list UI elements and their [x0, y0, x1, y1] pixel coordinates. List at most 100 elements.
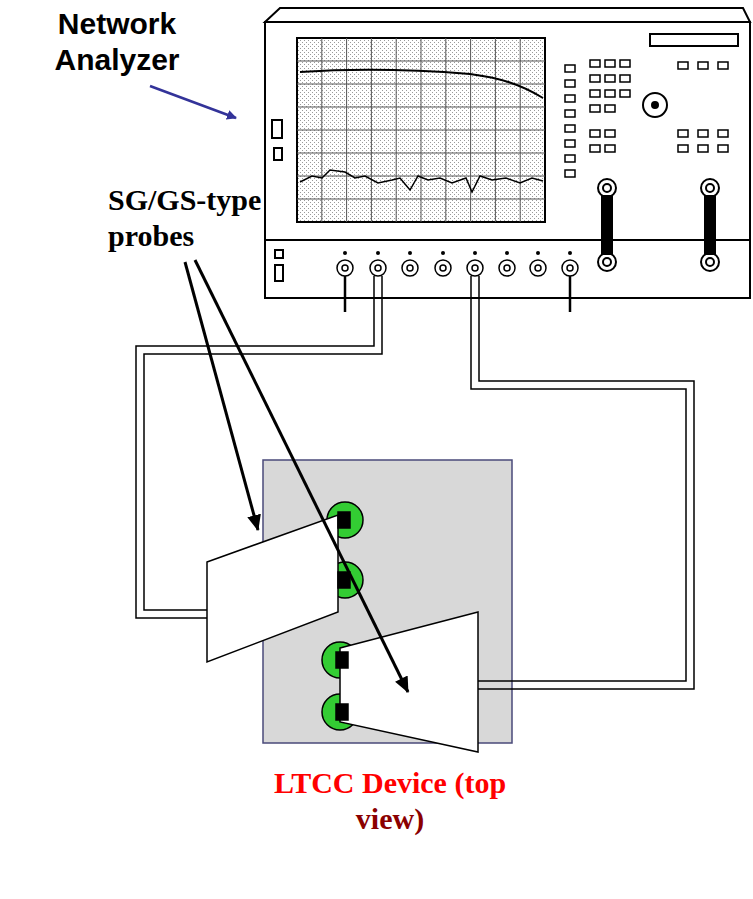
network-analyzer — [698, 130, 708, 137]
network-analyzer — [505, 251, 509, 255]
sg-probe — [207, 515, 338, 662]
coax-cable — [478, 276, 694, 689]
network-analyzer — [342, 265, 348, 271]
network-analyzer — [297, 153, 545, 154]
network-analyzer — [620, 75, 630, 82]
network-analyzer — [300, 170, 543, 192]
network-analyzer — [590, 90, 600, 97]
network-analyzer — [678, 130, 688, 137]
gs-probe — [340, 612, 478, 752]
network-analyzer — [605, 130, 615, 137]
network-analyzer — [718, 62, 728, 69]
network-analyzer — [337, 260, 578, 276]
network-analyzer — [643, 93, 667, 117]
network-analyzer — [565, 140, 575, 147]
network-analyzer — [297, 84, 545, 85]
network-analyzer — [297, 199, 545, 200]
network-analyzer — [300, 70, 543, 98]
gs-probe — [322, 612, 478, 752]
network-analyzer — [603, 184, 611, 192]
network-analyzer — [605, 75, 615, 82]
sg-probe — [338, 572, 350, 588]
network-analyzer — [265, 240, 750, 298]
network-analyzer — [565, 80, 575, 87]
network-analyzer — [297, 38, 545, 222]
network-analyzer — [565, 125, 575, 132]
network-analyzer — [343, 251, 572, 255]
sg-probe — [338, 512, 350, 528]
probe-label: SG/GS-type probes — [108, 182, 278, 254]
leader-arrow — [150, 86, 408, 692]
network-analyzer — [265, 8, 750, 312]
network-analyzer — [275, 265, 283, 281]
network-analyzer — [620, 90, 630, 97]
network-analyzer — [650, 34, 738, 46]
instrument-label: Network Analyzer — [22, 6, 212, 78]
network-analyzer — [652, 102, 658, 108]
network-analyzer — [598, 253, 616, 271]
leader-arrow — [195, 260, 408, 692]
network-analyzer — [435, 260, 451, 276]
network-analyzer — [590, 105, 600, 112]
network-analyzer — [530, 260, 546, 276]
network-analyzer — [472, 265, 478, 271]
network-analyzer — [467, 260, 483, 276]
network-analyzer — [402, 260, 418, 276]
network-analyzer — [265, 22, 750, 240]
network-analyzer — [718, 130, 728, 137]
network-analyzer — [297, 107, 545, 108]
network-analyzer — [698, 62, 708, 69]
network-analyzer — [265, 8, 750, 22]
sg-probe — [207, 502, 363, 662]
network-analyzer — [297, 130, 545, 131]
network-analyzer — [602, 196, 612, 254]
network-analyzer — [275, 250, 283, 258]
network-analyzer — [620, 60, 630, 67]
network-analyzer — [678, 145, 688, 152]
network-analyzer — [504, 265, 510, 271]
network-analyzer — [590, 130, 600, 137]
network-analyzer — [605, 60, 615, 67]
network-analyzer — [706, 184, 714, 192]
network-analyzer — [701, 253, 719, 271]
network-analyzer — [590, 60, 600, 67]
network-analyzer — [343, 251, 347, 255]
network-analyzer — [590, 75, 600, 82]
network-analyzer — [565, 155, 575, 162]
network-analyzer — [569, 276, 572, 312]
network-analyzer — [568, 251, 572, 255]
network-analyzer — [705, 196, 715, 254]
network-analyzer — [274, 148, 282, 160]
network-analyzer — [565, 65, 575, 72]
network-analyzer — [536, 251, 540, 255]
device-caption: LTCC Device (top view) — [250, 765, 530, 837]
network-analyzer — [370, 260, 386, 276]
gs-probe — [336, 704, 348, 720]
network-analyzer — [698, 145, 708, 152]
network-analyzer — [605, 90, 615, 97]
network-analyzer — [565, 60, 728, 177]
network-analyzer — [297, 38, 545, 222]
network-analyzer — [718, 145, 728, 152]
leader-arrow — [185, 262, 258, 530]
network-analyzer — [605, 145, 615, 152]
network-analyzer — [441, 251, 445, 255]
network-analyzer — [440, 265, 446, 271]
network-analyzer — [598, 179, 616, 197]
network-analyzer — [499, 260, 515, 276]
coax-cable — [136, 276, 694, 689]
network-analyzer — [337, 260, 353, 276]
network-analyzer — [297, 176, 545, 177]
network-analyzer — [590, 145, 600, 152]
gs-probe — [336, 652, 348, 668]
network-analyzer — [473, 251, 477, 255]
network-analyzer — [375, 265, 381, 271]
network-analyzer — [408, 251, 412, 255]
network-analyzer — [605, 105, 615, 112]
network-analyzer — [706, 258, 714, 266]
network-analyzer — [376, 251, 380, 255]
network-analyzer — [603, 258, 611, 266]
network-analyzer — [407, 265, 413, 271]
network-analyzer — [678, 62, 688, 69]
